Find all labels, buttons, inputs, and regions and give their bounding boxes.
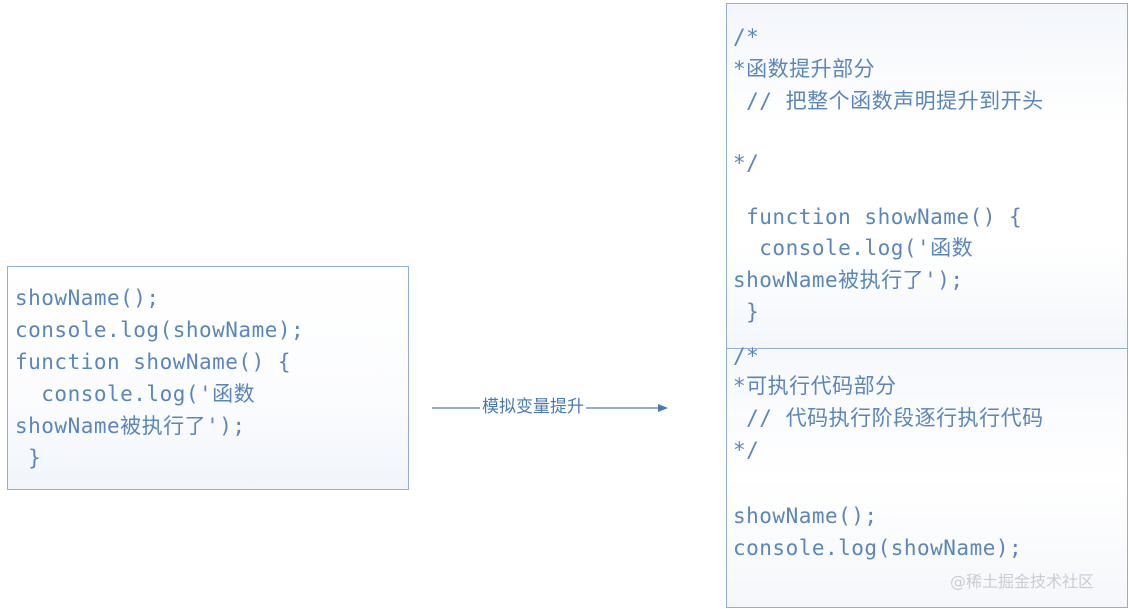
exec-line: /* <box>733 344 760 368</box>
watermark: @稀土掘金技术社区 <box>950 572 1095 591</box>
hoisted-function-box: /* *函数提升部分 // 把整个函数声明提升到开头 */ function s… <box>726 3 1128 349</box>
arrow-label: 模拟变量提升 <box>480 395 586 419</box>
source-line: showName(); <box>15 286 160 310</box>
source-code-box: showName(); console.log(showName); funct… <box>7 266 409 490</box>
hoist-line: *函数提升部分 <box>733 57 876 81</box>
exec-line: */ <box>733 438 760 462</box>
hoist-line: function showName() { <box>733 205 1023 229</box>
source-line: } <box>15 446 42 470</box>
hoist-line: /* <box>733 25 760 49</box>
exec-line: showName(); <box>733 504 878 528</box>
source-line: console.log('函数 <box>15 382 256 406</box>
source-line: console.log(showName); <box>15 318 305 342</box>
exec-line: console.log(showName); <box>733 536 1023 560</box>
hoist-line: */ <box>733 151 760 175</box>
arrow-head-icon <box>658 404 668 412</box>
hoist-line: console.log('函数 <box>733 236 974 260</box>
exec-line: *可执行代码部分 <box>733 374 897 398</box>
executable-code-box: /* *可执行代码部分 // 代码执行阶段逐行执行代码 */ showName(… <box>726 344 1128 608</box>
hoist-line: } <box>733 300 760 324</box>
hoist-line: showName被执行了'); <box>733 268 964 292</box>
source-line: showName被执行了'); <box>15 414 246 438</box>
exec-line: // 代码执行阶段逐行执行代码 <box>733 406 1044 430</box>
hoist-line: // 把整个函数声明提升到开头 <box>733 89 1044 113</box>
source-line: function showName() { <box>15 350 292 374</box>
